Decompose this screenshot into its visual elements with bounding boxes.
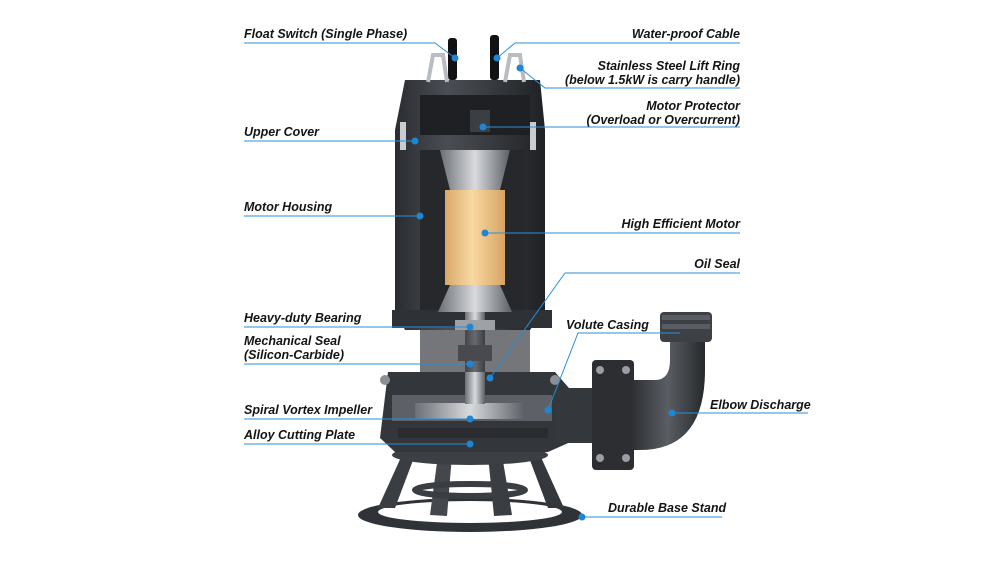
callout-dots <box>411 54 676 521</box>
label-oil-seal: Oil Seal <box>694 257 740 271</box>
label-lift-ring: Stainless Steel Lift Ring (below 1.5kW i… <box>565 59 740 87</box>
label-heavy-duty-bearing-text: Heavy-duty Bearing <box>244 311 362 325</box>
label-upper-cover-text: Upper Cover <box>244 125 320 139</box>
label-motor-protector-line1: Motor Protector <box>646 99 740 113</box>
callout-dot-motor-housing <box>416 212 424 220</box>
label-mechanical-seal: Mechanical Seal (Silicon-Carbide) <box>244 334 344 362</box>
label-durable-base-stand-text: Durable Base Stand <box>608 501 727 515</box>
elbow-discharge <box>555 312 712 470</box>
label-high-efficient-motor: High Efficient Motor <box>621 217 740 231</box>
shaft-assembly <box>420 312 530 404</box>
label-float-switch-text: Float Switch (Single Phase) <box>244 27 408 41</box>
callout-dot-float-switch <box>451 54 459 62</box>
callout-dot-base-stand <box>578 513 586 521</box>
callout-dot-motor-protector <box>479 123 487 131</box>
callout-dot-upper-cover <box>411 137 419 145</box>
label-motor-protector-line2: (Overload or Overcurrent) <box>586 113 740 127</box>
callout-dot-mechanical-seal <box>466 360 474 368</box>
label-durable-base-stand: Durable Base Stand <box>608 501 726 515</box>
base-stand <box>358 445 582 532</box>
volute-casing <box>380 372 575 452</box>
label-motor-housing-text: Motor Housing <box>244 200 333 214</box>
label-heavy-duty-bearing: Heavy-duty Bearing <box>244 311 361 325</box>
label-alloy-cutting-plate: Alloy Cutting Plate <box>244 428 355 442</box>
label-motor-protector: Motor Protector (Overload or Overcurrent… <box>586 99 740 127</box>
callout-dot-cable <box>493 54 501 62</box>
callout-dot-cutting-plate <box>466 440 474 448</box>
label-waterproof-cable: Water-proof Cable <box>632 27 740 41</box>
label-lift-ring-line1: Stainless Steel Lift Ring <box>597 59 740 73</box>
label-elbow-discharge: Elbow Discharge <box>710 398 811 412</box>
label-elbow-discharge-text: Elbow Discharge <box>710 398 811 412</box>
callout-lines <box>244 42 808 518</box>
label-high-efficient-motor-text: High Efficient Motor <box>621 217 740 231</box>
label-alloy-cutting-plate-text: Alloy Cutting Plate <box>244 428 356 442</box>
label-oil-seal-text: Oil Seal <box>694 257 740 271</box>
label-waterproof-cable-text: Water-proof Cable <box>631 27 740 41</box>
callout-dot-motor <box>481 229 489 237</box>
callout-dot-elbow <box>668 409 676 417</box>
callout-dot-impeller <box>466 415 474 423</box>
label-volute-casing: Volute Casing <box>566 318 649 332</box>
label-upper-cover: Upper Cover <box>244 125 319 139</box>
label-lift-ring-line2: (below 1.5kW is carry handle) <box>564 73 740 87</box>
label-mechanical-seal-line2: (Silicon-Carbide) <box>244 348 345 362</box>
label-float-switch: Float Switch (Single Phase) <box>244 27 407 41</box>
label-mechanical-seal-line1: Mechanical Seal <box>244 334 341 348</box>
label-spiral-vortex-impeller: Spiral Vortex Impeller <box>244 403 372 417</box>
label-spiral-vortex-impeller-text: Spiral Vortex Impeller <box>244 403 373 417</box>
motor-cutaway <box>420 150 525 312</box>
label-volute-casing-text: Volute Casing <box>566 318 649 332</box>
callout-dot-oil-seal <box>486 374 494 382</box>
callout-dot-volute <box>544 406 552 414</box>
callout-dot-bearing <box>466 323 474 331</box>
callout-dot-lift-ring <box>516 64 524 72</box>
label-motor-housing: Motor Housing <box>244 200 332 214</box>
